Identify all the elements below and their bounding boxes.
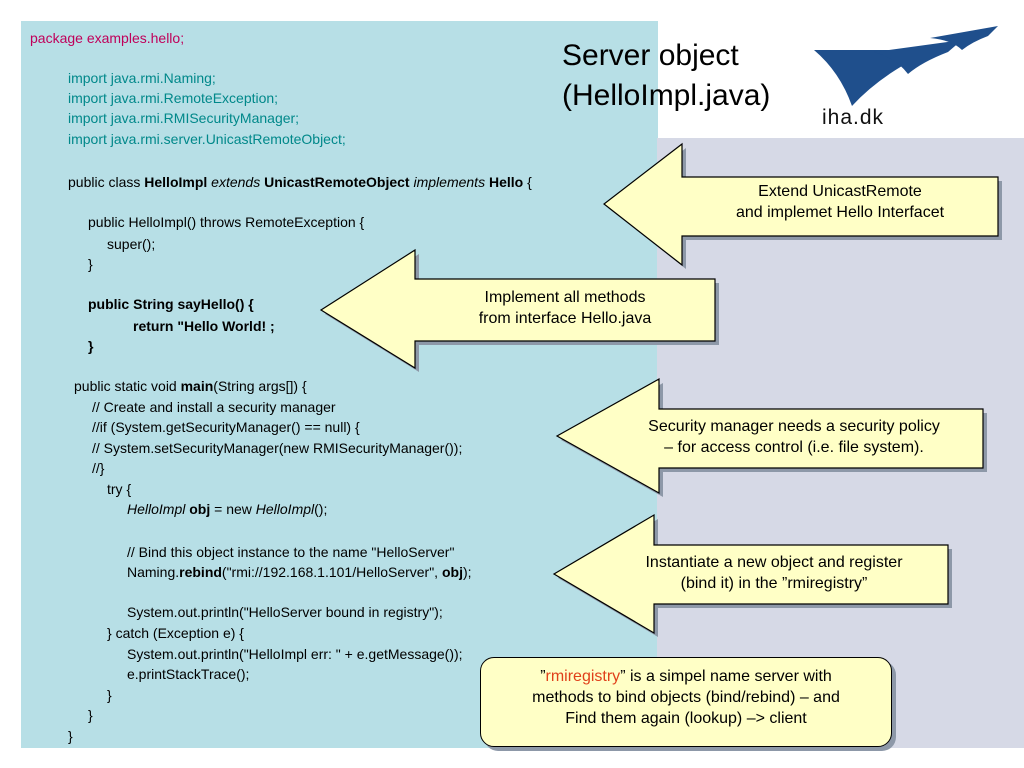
callout-implement: Implement all methods from interface Hel… xyxy=(317,246,727,376)
code-text: ); xyxy=(462,564,472,580)
package-line: package examples.hello; xyxy=(30,30,185,46)
code-text: rebind xyxy=(179,564,222,580)
comment-line: // Bind this object instance to the name… xyxy=(127,544,455,560)
code-text: ("rmi://192.168.1.101/HelloServer", xyxy=(221,564,442,580)
code-text: obj xyxy=(441,564,463,580)
println-line: System.out.println("HelloServer bound in… xyxy=(127,604,443,620)
rebind-line: Naming.rebind("rmi://192.168.1.101/Hello… xyxy=(127,563,472,581)
code-text: public static void xyxy=(74,378,181,394)
title-line: (HelloImpl.java) xyxy=(562,79,771,112)
callout-text: ”rmiregistry” is a simpel name server wi… xyxy=(481,666,891,687)
code-text: HelloImpl xyxy=(255,501,315,517)
class-name: HelloImpl xyxy=(144,174,208,190)
quote-mark: ” xyxy=(540,668,546,685)
callout-text: Instantiate a new object and register xyxy=(645,554,903,571)
callout-text: Implement all methods xyxy=(484,289,646,306)
iha-logo-icon xyxy=(814,26,998,106)
comment-line: // Create and install a security manager xyxy=(92,399,336,415)
object-creation-line: HelloImpl obj = new HelloImpl(); xyxy=(127,500,327,518)
keyword-implements: implements xyxy=(413,174,486,190)
import-line: import java.rmi.RemoteException; xyxy=(68,90,279,106)
callout-text: – for access control (i.e. file system). xyxy=(664,439,924,456)
constructor-line: super(); xyxy=(107,236,156,252)
import-line: import java.rmi.RMISecurityManager; xyxy=(68,110,300,126)
callout-text: (bind it) in the ”rmiregistry” xyxy=(680,575,868,592)
println-line: System.out.println("HelloImpl err: " + e… xyxy=(127,646,463,662)
logo-text: iha.dk xyxy=(822,106,885,129)
code-text: (String args[]) { xyxy=(213,378,307,394)
sayhello-line: } xyxy=(88,338,94,354)
callout-text: and implemet Hello Interfacet xyxy=(735,204,945,221)
import-line: import java.rmi.Naming; xyxy=(68,70,216,86)
interface-name: Hello xyxy=(488,174,524,190)
class-declaration: public class HelloImpl extends UnicastRe… xyxy=(68,173,532,191)
keyword-extends: extends xyxy=(211,174,261,190)
code-text: (); xyxy=(314,501,328,517)
main-declaration: public static void main(String args[]) { xyxy=(74,377,307,395)
try-line: try { xyxy=(107,481,132,497)
callout-text: Extend UnicastRemote xyxy=(758,183,922,200)
comment-line: // System.setSecurityManager(new RMISecu… xyxy=(92,440,463,456)
callout-text: ” is a simpel name server with xyxy=(620,668,832,685)
callout-text: methods to bind objects (bind/rebind) – … xyxy=(532,689,840,706)
rmiregistry-highlight: rmiregistry xyxy=(545,668,621,685)
comment-line: //} xyxy=(92,460,105,476)
closing-brace: } xyxy=(68,728,73,744)
import-line: import java.rmi.server.UnicastRemoteObje… xyxy=(68,131,346,147)
code-text: HelloImpl xyxy=(127,501,186,517)
stacktrace-line: e.printStackTrace(); xyxy=(127,666,250,682)
sayhello-line: public String sayHello() { xyxy=(88,296,254,312)
code-text: { xyxy=(523,174,532,190)
callout-instantiate: Instantiate a new object and register (b… xyxy=(550,512,960,639)
catch-line: } catch (Exception e) { xyxy=(107,625,244,641)
code-panel xyxy=(21,21,658,748)
callout-text: Find them again (lookup) –> client xyxy=(565,710,807,727)
comment-line: //if (System.getSecurityManager() == nul… xyxy=(92,419,360,435)
closing-brace: } xyxy=(107,687,112,703)
sayhello-line: return "Hello World! ; xyxy=(133,318,275,334)
callout-text: Security manager needs a security policy xyxy=(648,418,940,435)
callout-extend: Extend UnicastRemote and implemet Hello … xyxy=(598,141,1008,271)
constructor-line: public HelloImpl() throws RemoteExceptio… xyxy=(88,214,365,230)
code-text: Naming. xyxy=(127,564,180,580)
callout-text: from interface Hello.java xyxy=(478,310,652,327)
callout-security: Security manager needs a security policy… xyxy=(553,376,993,501)
code-text: obj xyxy=(189,501,211,517)
closing-brace: } xyxy=(88,707,93,723)
title-line: Server object xyxy=(562,39,739,72)
rmiregistry-note: ”rmiregistry” is a simpel name server wi… xyxy=(480,657,892,747)
code-text: public class xyxy=(68,174,145,190)
slide-title: Server object (HelloImpl.java) xyxy=(562,36,770,116)
method-name: main xyxy=(180,378,214,394)
code-text: = new xyxy=(210,501,256,517)
constructor-line: } xyxy=(88,256,93,272)
superclass-name: UnicastRemoteObject xyxy=(264,174,410,190)
